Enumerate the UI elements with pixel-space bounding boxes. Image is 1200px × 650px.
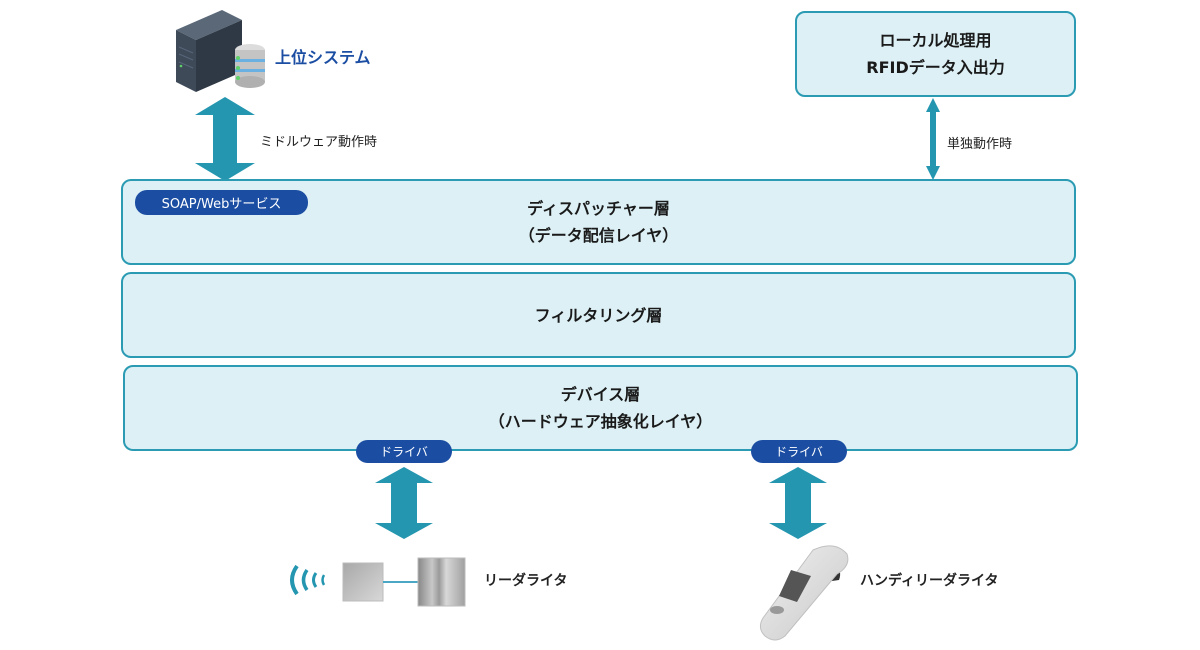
upper-system-label: 上位システム bbox=[275, 48, 371, 67]
standalone-double-arrow-icon bbox=[926, 98, 940, 180]
handy-reader-icon bbox=[759, 545, 849, 641]
middleware-label: ミドルウェア動作時 bbox=[260, 135, 378, 150]
device-layer: デバイス層 （ハードウェア抽象化レイヤ） bbox=[123, 365, 1078, 451]
local-box-line1: ローカル処理用 bbox=[879, 31, 992, 50]
reader-writer-icon bbox=[290, 557, 466, 607]
local-box-line2: RFIDデータ入出力 bbox=[866, 58, 1005, 77]
server-database-icon bbox=[176, 10, 265, 92]
reader-double-arrow-icon bbox=[375, 467, 433, 539]
soap-web-service-badge: SOAP/Webサービス bbox=[135, 190, 308, 215]
filtering-layer: フィルタリング層 bbox=[121, 272, 1076, 358]
driver-badge-right: ドライバ bbox=[751, 440, 847, 463]
filtering-layer-title: フィルタリング層 bbox=[534, 305, 663, 325]
device-layer-title: デバイス層 bbox=[560, 385, 641, 404]
reader-writer-label: リーダライタ bbox=[484, 573, 568, 589]
handy-reader-label: ハンディリーダライタ bbox=[860, 573, 999, 589]
middleware-double-arrow-icon bbox=[195, 97, 255, 181]
dispatcher-layer-title: ディスパッチャー層 bbox=[527, 199, 670, 218]
device-layer-subtitle: （ハードウェア抽象化レイヤ） bbox=[488, 412, 713, 431]
dispatcher-layer-subtitle: （データ配信レイヤ） bbox=[518, 226, 679, 245]
standalone-label: 単独動作時 bbox=[947, 137, 1013, 152]
driver-badge-left: ドライバ bbox=[356, 440, 452, 463]
handy-double-arrow-icon bbox=[769, 467, 827, 539]
local-rfid-io-box: ローカル処理用 RFIDデータ入出力 bbox=[795, 11, 1076, 97]
